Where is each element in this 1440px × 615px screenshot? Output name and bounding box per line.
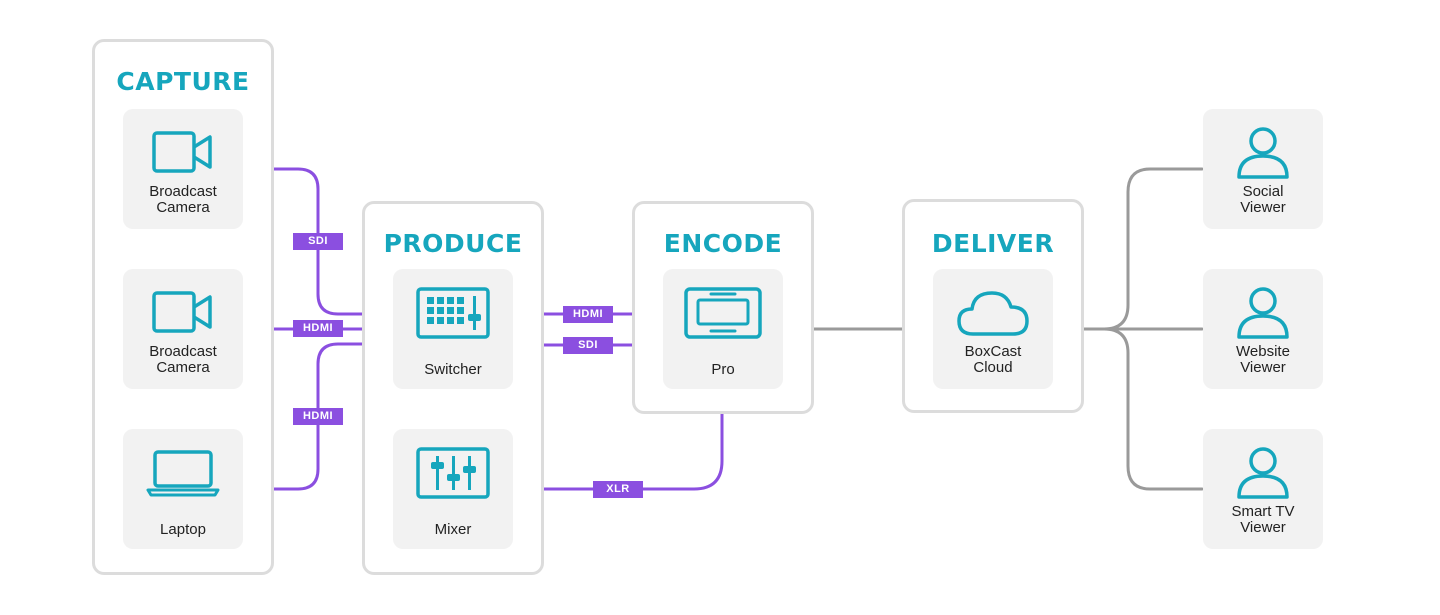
- node-label-line: Website: [1236, 343, 1290, 360]
- node-label-line: Cloud: [973, 359, 1013, 376]
- user-icon: [1203, 443, 1323, 503]
- deliver-title: DELIVER: [931, 229, 1055, 258]
- node-label-line: Broadcast: [149, 343, 217, 360]
- switcher-icon: [393, 283, 513, 343]
- node-label-line: Viewer: [1240, 519, 1286, 536]
- node-label-line: Broadcast: [149, 183, 217, 200]
- node-label-line: Camera: [156, 199, 210, 216]
- capture-title: CAPTURE: [116, 67, 250, 96]
- switcher-node: Switcher: [393, 269, 513, 389]
- node-label-line: Laptop: [160, 521, 206, 538]
- video-camera-icon: [123, 123, 243, 183]
- produce-title: PRODUCE: [383, 229, 523, 258]
- mixer-node: Mixer: [393, 429, 513, 549]
- website-viewer-node: Website Viewer: [1203, 269, 1323, 389]
- laptop-node: Laptop: [123, 429, 243, 549]
- smart-tv-viewer-node: Smart TV Viewer: [1203, 429, 1323, 549]
- encode-title: ENCODE: [663, 229, 783, 258]
- node-label-line: Mixer: [434, 521, 472, 538]
- wire-mixer-pro: [512, 389, 724, 491]
- xlr-tag: XLR: [593, 481, 643, 498]
- node-label-line: Viewer: [1240, 359, 1286, 376]
- user-icon: [1203, 123, 1323, 183]
- node-label-line: Viewer: [1240, 199, 1286, 216]
- wire-to-smarttv: [1102, 327, 1204, 491]
- wire-to-social: [1102, 167, 1204, 331]
- hdmi-tag: HDMI: [293, 408, 343, 425]
- sdi-tag: SDI: [563, 337, 613, 354]
- video-camera-icon: [123, 283, 243, 343]
- node-label-line: Social: [1242, 183, 1284, 200]
- encoder-icon: [663, 283, 783, 343]
- laptop-icon: [123, 443, 243, 503]
- mixer-icon: [393, 443, 513, 503]
- cloud-icon: [933, 283, 1053, 343]
- pro-encoder-node: Pro: [663, 269, 783, 389]
- hdmi-tag: HDMI: [563, 306, 613, 323]
- hdmi-tag: HDMI: [293, 320, 343, 337]
- broadcast-camera-node-1: Broadcast Camera: [123, 109, 243, 229]
- broadcast-camera-node-2: Broadcast Camera: [123, 269, 243, 389]
- node-label-line: BoxCast: [964, 343, 1022, 360]
- user-icon: [1203, 283, 1323, 343]
- boxcast-cloud-node: BoxCast Cloud: [933, 269, 1053, 389]
- sdi-tag: SDI: [293, 233, 343, 250]
- node-label-line: Smart TV: [1231, 503, 1295, 520]
- node-label-line: Camera: [156, 359, 210, 376]
- node-label-line: Switcher: [424, 361, 482, 378]
- social-viewer-node: Social Viewer: [1203, 109, 1323, 229]
- node-label-line: Pro: [711, 361, 735, 378]
